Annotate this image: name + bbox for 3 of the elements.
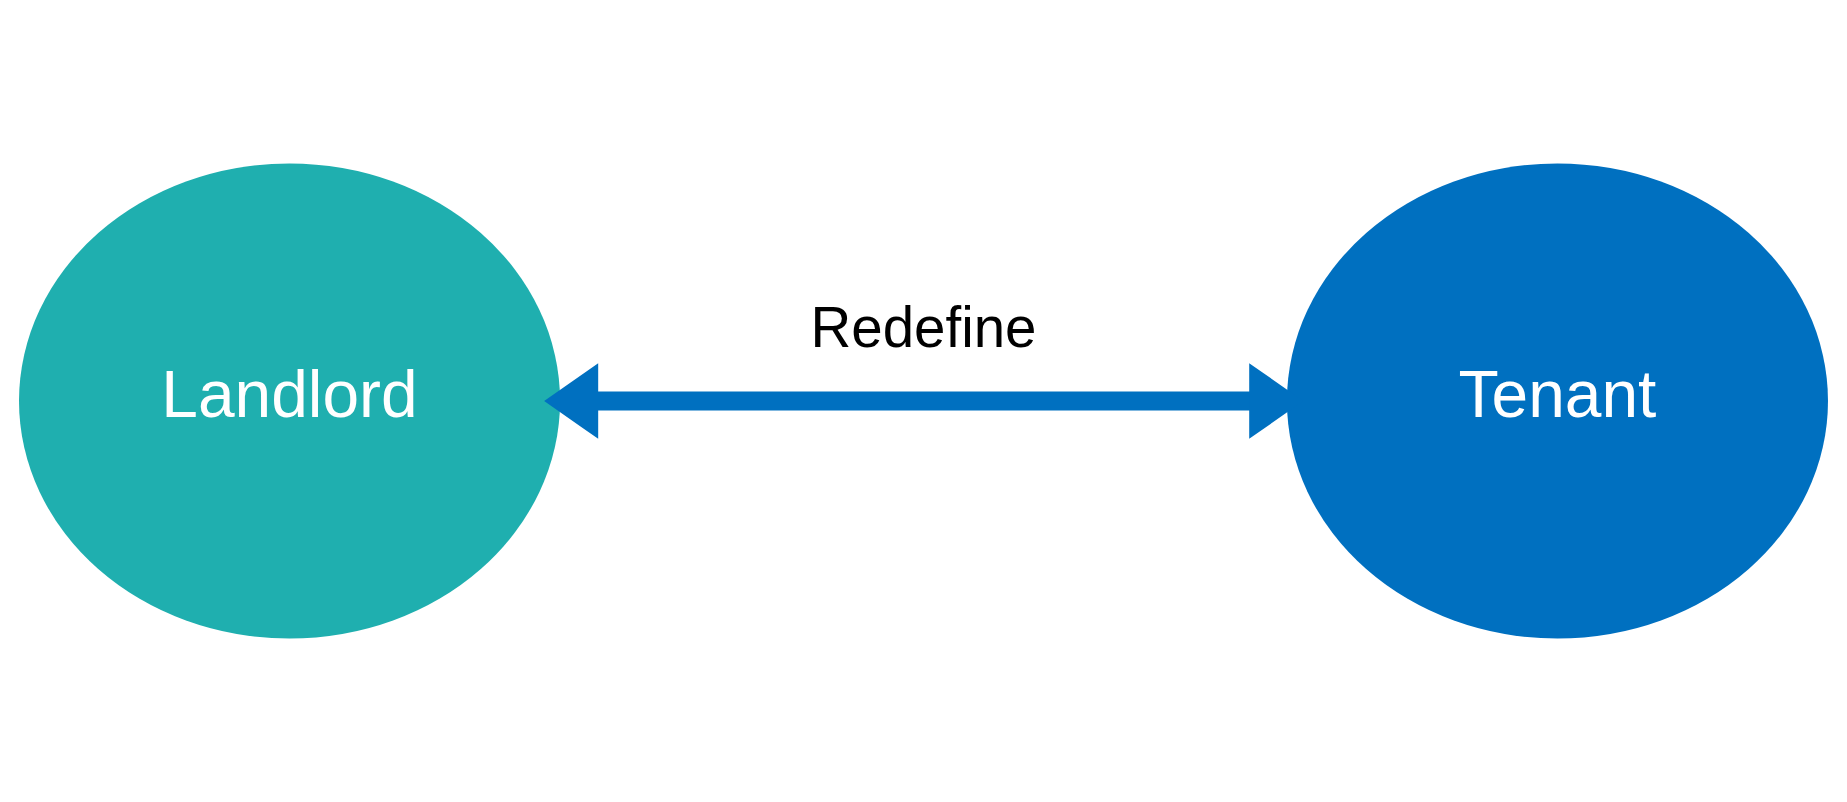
- edge-label: Redefine: [810, 296, 1037, 360]
- node-ellipse: Landlord: [19, 163, 561, 639]
- node-ellipse: Tenant: [1286, 163, 1828, 639]
